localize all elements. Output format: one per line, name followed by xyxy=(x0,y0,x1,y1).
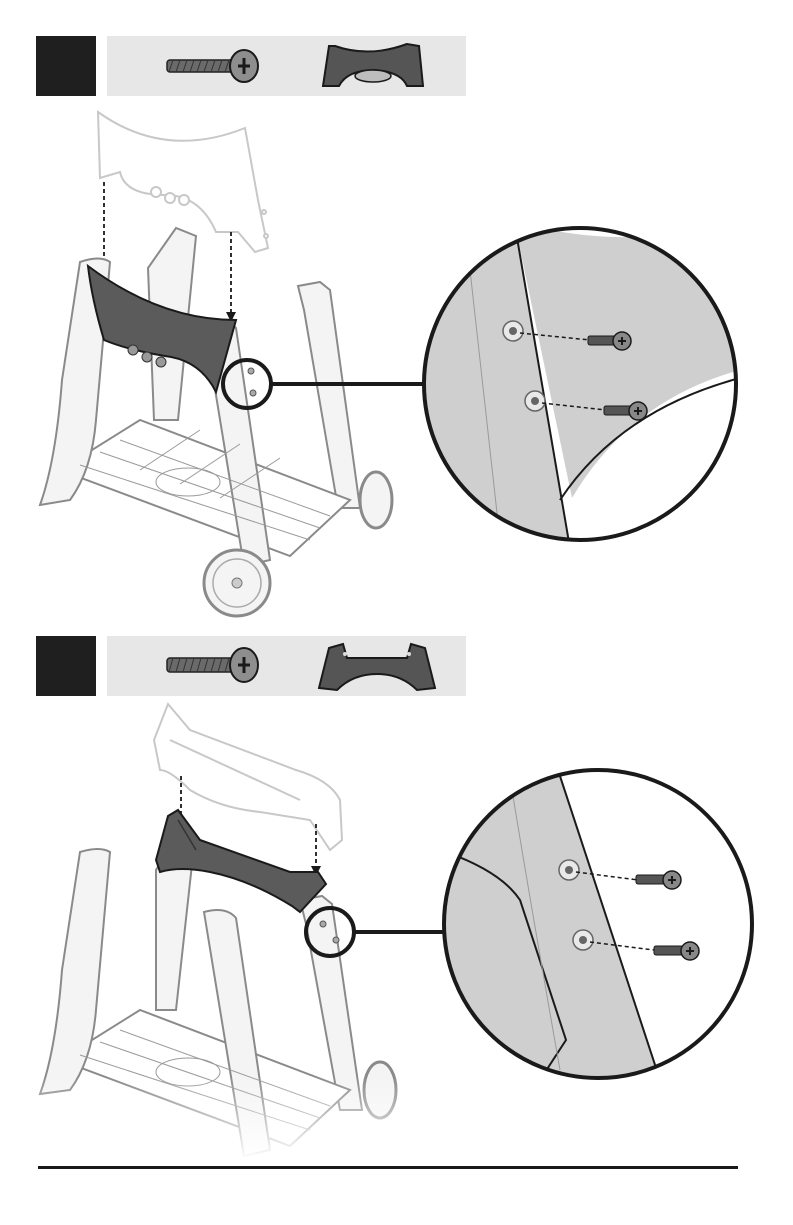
arrow-head-icon xyxy=(176,830,186,840)
arrow-head-icon xyxy=(311,866,321,876)
step-2-magnified-detail xyxy=(440,770,760,1090)
step-2-placed-bracket xyxy=(156,810,326,912)
step-1-illustration xyxy=(0,0,793,620)
step-2-parts-bar xyxy=(107,636,466,696)
step-2-parts-icons xyxy=(107,636,466,696)
footer-rule xyxy=(38,1166,738,1169)
screw-icon xyxy=(167,648,258,682)
step-2-ghost-bracket xyxy=(154,704,342,850)
step-2-insert-arrows xyxy=(181,776,316,866)
shelf-grid-2 xyxy=(80,1030,330,1130)
wheel-back-2 xyxy=(364,1062,396,1118)
wheel-back xyxy=(360,472,392,528)
step-2-badge xyxy=(36,636,96,696)
step-1-magnified-detail xyxy=(420,220,740,560)
cart-frame-2 xyxy=(40,840,362,1156)
step-2-callout-ring xyxy=(306,908,354,956)
step-2-zoom-circle xyxy=(444,770,752,1078)
cart-frame xyxy=(40,228,360,566)
wheel-front xyxy=(204,550,270,616)
screw-icon xyxy=(654,942,699,960)
screw-icon xyxy=(636,871,681,889)
cross-support-bracket-icon xyxy=(319,644,435,690)
